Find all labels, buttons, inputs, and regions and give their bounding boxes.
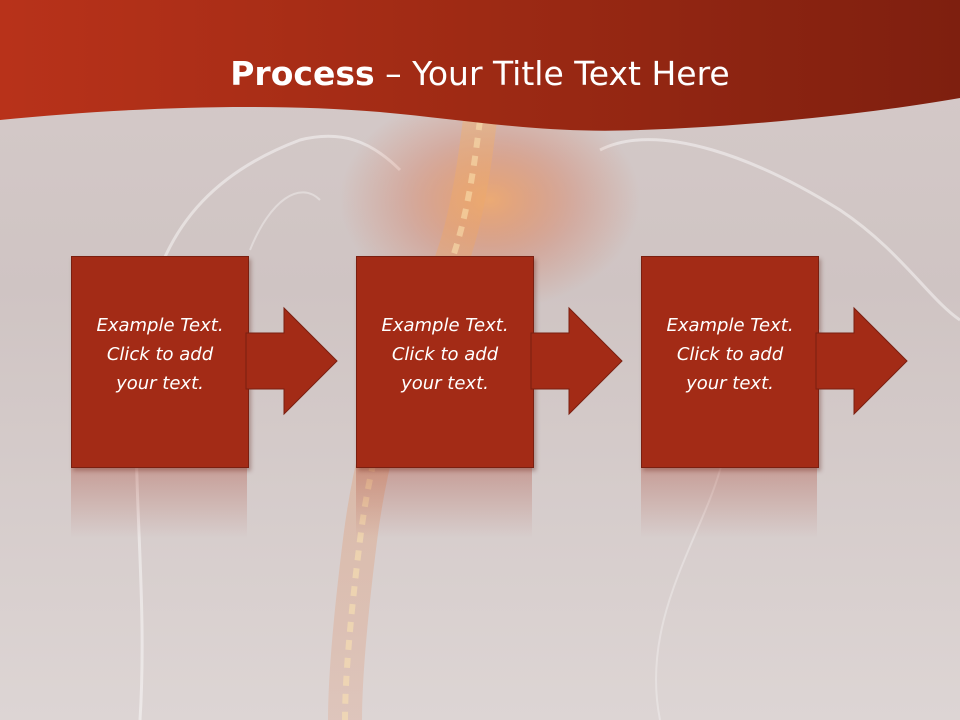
step-text: Example Text. Click to add your text. [381,315,509,394]
step-text: Example Text. Click to add your text. [666,315,794,394]
step-reflection [356,468,532,538]
process-step-1[interactable]: Example Text. Click to add your text. [71,256,249,468]
process-step-3[interactable]: Example Text. Click to add your text. [641,256,819,468]
step-reflection [71,468,247,538]
arrow-right-icon [530,306,623,416]
title-rest: – Your Title Text Here [374,54,730,93]
arrow-right-icon [815,306,908,416]
process-step-2[interactable]: Example Text. Click to add your text. [356,256,534,468]
title-bold: Process [230,54,375,93]
arrow-right-icon [245,306,338,416]
step-reflection [641,468,817,538]
slide-title[interactable]: Process – Your Title Text Here [0,52,960,96]
step-text: Example Text. Click to add your text. [96,315,224,394]
title-banner [0,0,960,131]
